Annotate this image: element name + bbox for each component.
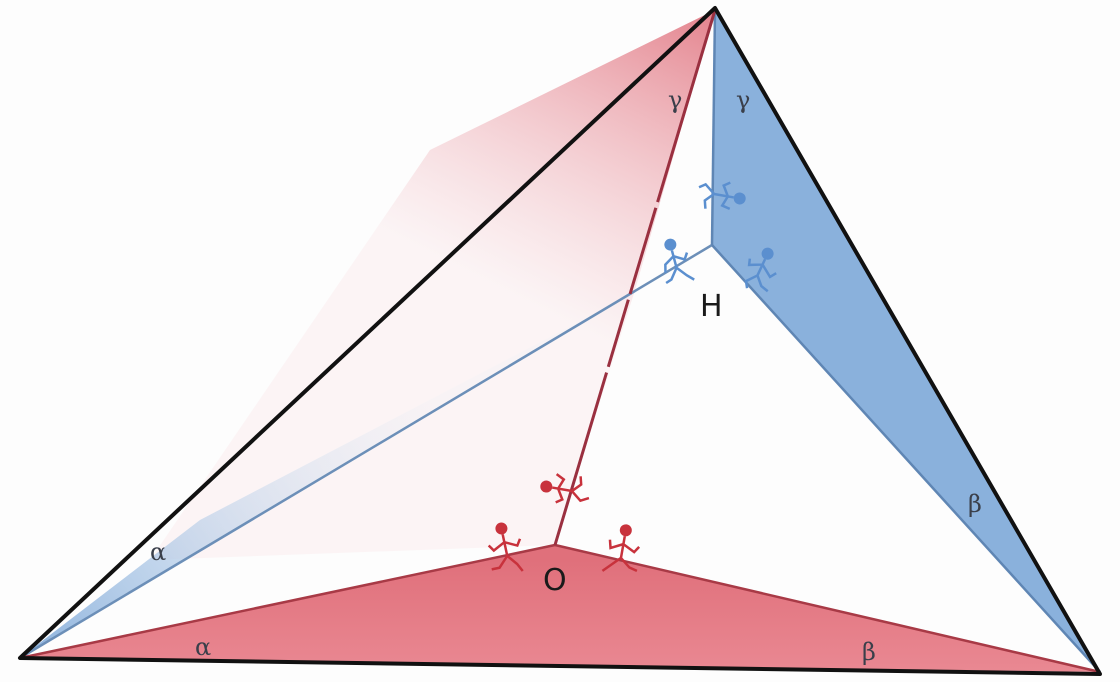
angle-gamma-label-2: γ bbox=[736, 86, 750, 114]
point-O-label: O bbox=[543, 563, 567, 598]
angle-beta-label-2: β bbox=[862, 638, 876, 666]
edge-O-top bbox=[553, 9, 717, 546]
red-bottom-face bbox=[20, 545, 1100, 672]
angle-alpha-label-1: α bbox=[150, 538, 166, 566]
point-H-label: H bbox=[700, 289, 723, 324]
edge-H-right bbox=[711, 244, 1101, 673]
red-stick-figure-icon bbox=[540, 473, 590, 504]
edge-H-top bbox=[710, 9, 717, 246]
red-stick-figure-icon bbox=[487, 522, 524, 572]
angle-beta-label-1: β bbox=[968, 490, 982, 518]
blue-stick-figure-icon bbox=[698, 181, 746, 211]
red-upper-face bbox=[150, 10, 715, 560]
blue-stick-figure-icon bbox=[744, 247, 777, 293]
edge-H-left bbox=[19, 243, 713, 660]
angle-alpha-label-2: α bbox=[195, 633, 211, 661]
outer-triangle bbox=[18, 6, 1102, 676]
edge-O-right bbox=[554, 543, 1101, 674]
edge-O-left bbox=[19, 543, 556, 660]
red-stick-figure-icon bbox=[601, 524, 641, 573]
angle-gamma-label-1: γ bbox=[668, 86, 682, 114]
blue-stick-figure-icon bbox=[664, 238, 695, 285]
